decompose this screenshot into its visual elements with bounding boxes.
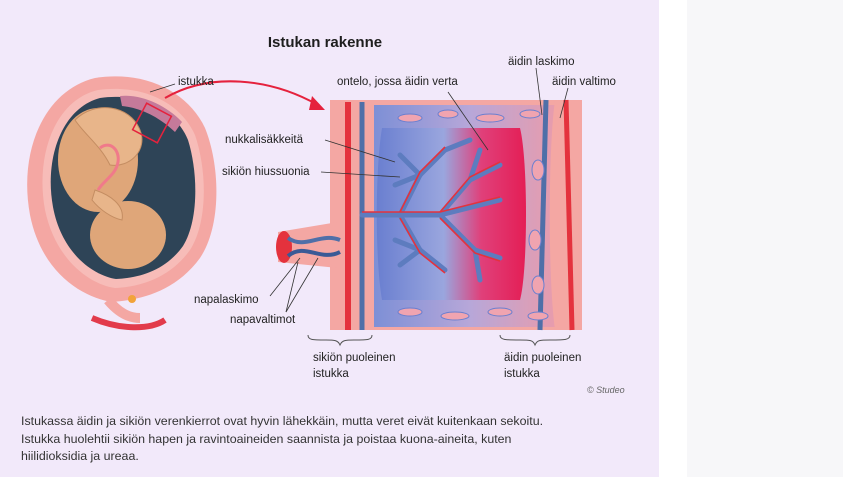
capillary-1 (399, 146, 446, 213)
gutter (659, 0, 687, 477)
label-umbilical-vein: napalaskimo (194, 294, 259, 306)
pointer-villi (324, 139, 396, 163)
pointer-mother-vein (535, 67, 543, 116)
fetus-head (90, 201, 166, 269)
pointer-cavity (447, 91, 489, 151)
capillary-3 (399, 217, 446, 274)
label-maternal-side-2: istukka (504, 368, 540, 380)
caption-line-2: Istukka huolehtii sikiön hapen ja ravint… (21, 431, 512, 446)
placenta-diagram (27, 67, 582, 347)
placenta-cross-section (269, 67, 582, 347)
umbilical-cord-small (96, 143, 120, 191)
figure-caption: Istukassa äidin ja sikiön verenkierrot o… (21, 413, 641, 466)
pointer-umbilical-artery-2 (285, 257, 319, 313)
label-placenta: istukka (178, 76, 214, 88)
villi-branch-3 (442, 137, 473, 153)
brace-maternal-side (499, 334, 571, 347)
caption-line-1: Istukassa äidin ja sikiön verenkierrot o… (21, 414, 544, 428)
label-cavity: ontelo, jossa äidin verta (337, 76, 458, 88)
fetus-arm (91, 189, 123, 221)
fetus-leg (74, 107, 143, 166)
label-villi: nukkalisäkkeitä (225, 134, 303, 146)
labels-pointers (269, 67, 569, 313)
label-fetal-side-1: sikiön puoleinen (313, 352, 396, 364)
villi-branch-9 (472, 247, 483, 283)
umbilical-artery-twist (286, 248, 341, 258)
pointer-capillaries (320, 171, 401, 178)
brace-fetal-side (307, 334, 373, 347)
villi-tree (359, 137, 503, 283)
birth-canal (90, 315, 167, 331)
umbilical-stub-end (276, 231, 292, 263)
cervix-plug (128, 295, 136, 303)
label-fetal-side-2: istukka (313, 368, 349, 380)
label-fetal-capillaries: sikiön hiussuonia (222, 166, 310, 178)
pointer-istukka (149, 83, 176, 93)
diagram-title: Istukan rakenne (267, 34, 383, 51)
label-umbilical-arteries: napavaltimot (230, 314, 296, 326)
image-credit: © Studeo (587, 385, 625, 395)
zoom-arrow (164, 80, 319, 106)
fetus (58, 107, 166, 269)
label-maternal-side-1: äidin puoleinen (504, 352, 582, 364)
label-mother-vein: äidin laskimo (508, 56, 575, 68)
maternal-artery-vertical (563, 99, 575, 331)
umbilical-vein-twist (286, 235, 341, 245)
tissue-cells (397, 109, 549, 321)
villi-branch-7 (397, 247, 423, 268)
pointer-mother-artery (559, 87, 569, 119)
capillary-4 (439, 217, 501, 262)
placenta-highlight-box (131, 102, 173, 144)
maternal-side-wall (549, 100, 582, 330)
villi-branch-5 (467, 147, 483, 183)
villi-branch-2 (397, 152, 423, 178)
uterus-illustration (27, 76, 217, 331)
capillary-2 (439, 161, 501, 213)
villi-branch-10 (392, 172, 423, 188)
pointer-umbilical-vein (269, 257, 301, 297)
zoom-arrow-head (309, 96, 325, 110)
label-mother-artery: äidin valtimo (552, 76, 616, 88)
fetal-capillaries (362, 146, 501, 274)
pointer-umbilical-artery-1 (285, 261, 299, 313)
villi-branch-11 (392, 237, 423, 253)
caption-line-3: hiilidioksidia ja ureaa. (21, 449, 139, 463)
cervix (104, 296, 141, 323)
side-pane (687, 0, 843, 477)
placenta-on-wall (120, 95, 182, 132)
